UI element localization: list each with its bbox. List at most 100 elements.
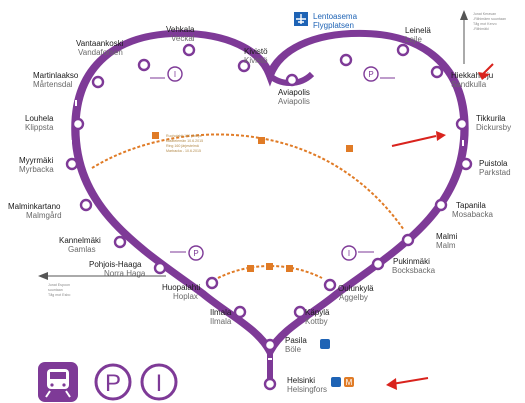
info-icon[interactable]: I bbox=[167, 66, 183, 82]
station-tikkurila[interactable] bbox=[455, 117, 469, 131]
station-huopalahti[interactable] bbox=[205, 276, 219, 290]
ring-note-3: Ring 160 järjestelmä bbox=[166, 144, 199, 148]
left-arrow-icon bbox=[38, 272, 48, 280]
orange-stop-marker bbox=[152, 132, 159, 139]
station-vantaankoski[interactable] bbox=[137, 58, 151, 72]
label-pohjois-haaga-fi: Pohjois-Haaga bbox=[89, 260, 142, 269]
orange-stop-marker bbox=[286, 265, 293, 272]
station-kannelmaki[interactable] bbox=[113, 235, 127, 249]
label-vehkala-sv: Veckal bbox=[171, 34, 195, 43]
label-ilmala-fi: Ilmala bbox=[210, 308, 232, 317]
label-pasila-sv: Böle bbox=[285, 345, 302, 354]
station-vehkala[interactable] bbox=[182, 43, 196, 57]
station-leinela[interactable] bbox=[396, 43, 410, 57]
label-pukinmaki-fi: Pukinmäki bbox=[393, 257, 430, 266]
svg-text:P: P bbox=[105, 370, 121, 397]
label-kivisto-sv: Kivistö bbox=[244, 56, 268, 65]
label-puistola-sv: Parkstad bbox=[479, 168, 511, 177]
label-vantaankoski-sv: Vandaforsen bbox=[78, 48, 123, 57]
train-icon bbox=[331, 377, 341, 387]
label-kannelmaki-fi: Kannelmäki bbox=[59, 236, 101, 245]
label-huopalahti-sv: Hoplax bbox=[173, 292, 198, 301]
station-tapanila[interactable] bbox=[434, 198, 448, 212]
top-note-2: -Riihimäen suuntaan bbox=[473, 17, 506, 21]
orange-stop-marker bbox=[346, 145, 353, 152]
station-puistola[interactable] bbox=[459, 157, 473, 171]
station-pasila[interactable] bbox=[263, 338, 277, 352]
orange-stop-marker bbox=[266, 263, 273, 270]
label-tikkurila-sv: Dickursby bbox=[476, 123, 511, 132]
station-louhela[interactable] bbox=[71, 117, 85, 131]
label-malminkartano-fi: Malminkartano bbox=[8, 202, 61, 211]
metro-letter: M bbox=[346, 378, 353, 387]
left-note-3: Tåg mot Esbo bbox=[48, 293, 70, 297]
parking-icon[interactable]: P bbox=[188, 245, 204, 261]
label-puistola-fi: Puistola bbox=[479, 159, 508, 168]
parking-icon[interactable]: P bbox=[363, 66, 379, 82]
station-malminkartano[interactable] bbox=[79, 198, 93, 212]
label-pukinmaki-sv: Bocksbacka bbox=[392, 266, 436, 275]
label-myyrmaki-fi: Myyrmäki bbox=[19, 156, 53, 165]
station-ilmala[interactable] bbox=[233, 305, 247, 319]
station-pohjois-haaga[interactable] bbox=[153, 261, 167, 275]
top-note-4: -Riihimäki bbox=[473, 27, 489, 31]
svg-text:P: P bbox=[368, 70, 373, 79]
legend-info-icon: I bbox=[140, 363, 178, 401]
red-arrow-icon bbox=[386, 377, 429, 390]
label-helsinki-fi: Helsinki bbox=[287, 376, 315, 385]
track-ticks bbox=[70, 43, 464, 360]
label-helsinki-sv: Helsingfors bbox=[287, 385, 327, 394]
label-tapanila-fi: Tapanila bbox=[456, 201, 486, 210]
label-kivisto-fi: Kivistö bbox=[244, 47, 268, 56]
label-lentoasema-sv: Flygplatsen bbox=[313, 21, 354, 30]
label-leinela-sv: Lejle bbox=[405, 35, 422, 44]
train-icon bbox=[320, 339, 330, 349]
orange-dashed-route-upper bbox=[91, 133, 405, 231]
orange-dashed-route-lower bbox=[217, 265, 323, 279]
label-vehkala-fi: Vehkala bbox=[166, 25, 195, 34]
svg-text:I: I bbox=[156, 370, 163, 397]
label-huopalahti-fi: Huopalahti bbox=[162, 283, 200, 292]
label-aviapolis-fi: Aviapolis bbox=[278, 88, 310, 97]
ring-rail-track bbox=[71, 29, 469, 360]
ring-note-2: käsittelemän 10.6.2015 bbox=[166, 139, 203, 143]
label-tapanila-sv: Mosabacka bbox=[452, 210, 493, 219]
station-lentoasema[interactable] bbox=[339, 53, 353, 67]
label-martinlaakso-sv: Mårtensdal bbox=[33, 80, 73, 89]
label-lentoasema-fi: Lentoasema bbox=[313, 12, 358, 21]
station-hiekkaharju[interactable] bbox=[430, 65, 444, 79]
label-aviapolis-sv: Aviapolis bbox=[278, 97, 310, 106]
station-labels: Vantaankoski Vandaforsen Vehkala Veckal … bbox=[8, 25, 511, 394]
label-leinela-fi: Leinelä bbox=[405, 26, 431, 35]
ring-note-1: Ruoholahti 160 yhteys bbox=[166, 134, 202, 138]
station-malmi[interactable] bbox=[401, 233, 415, 247]
svg-text:I: I bbox=[174, 70, 176, 79]
station-myyrmaki[interactable] bbox=[65, 157, 79, 171]
info-icon[interactable]: I bbox=[341, 245, 357, 261]
label-malmi-fi: Malmi bbox=[436, 232, 458, 241]
legend-train-icon bbox=[38, 362, 78, 402]
station-kivisto[interactable] bbox=[237, 59, 251, 73]
label-malmi-sv: Malm bbox=[436, 241, 456, 250]
top-note-1: Junat Keravan bbox=[473, 12, 496, 16]
station-oulunkyla[interactable] bbox=[323, 278, 337, 292]
label-myyrmaki-sv: Myrbacka bbox=[19, 165, 54, 174]
station-kapyla[interactable] bbox=[293, 305, 307, 319]
station-martinlaakso[interactable] bbox=[91, 75, 105, 89]
station-pukinmaki[interactable] bbox=[371, 257, 385, 271]
metro-icon bbox=[344, 377, 354, 387]
top-note-3: Tåg mot Kervo bbox=[473, 22, 497, 26]
ring-note-4: Marbacka - 10.6.2015 bbox=[166, 149, 201, 153]
svg-text:I: I bbox=[348, 249, 350, 258]
red-arrow-icon bbox=[391, 131, 446, 147]
label-louhela-sv: Klippsta bbox=[25, 123, 54, 132]
up-arrow-icon bbox=[460, 10, 468, 20]
label-oulunkyla-sv: Åggelby bbox=[339, 293, 368, 302]
station-aviapolis[interactable] bbox=[285, 73, 299, 87]
label-kapyla-fi: Käpylä bbox=[305, 308, 330, 317]
label-kapyla-sv: Kottby bbox=[305, 317, 328, 326]
label-kannelmaki-sv: Gamlas bbox=[68, 245, 96, 254]
label-pasila-fi: Pasila bbox=[285, 336, 307, 345]
station-helsinki[interactable] bbox=[263, 377, 277, 391]
